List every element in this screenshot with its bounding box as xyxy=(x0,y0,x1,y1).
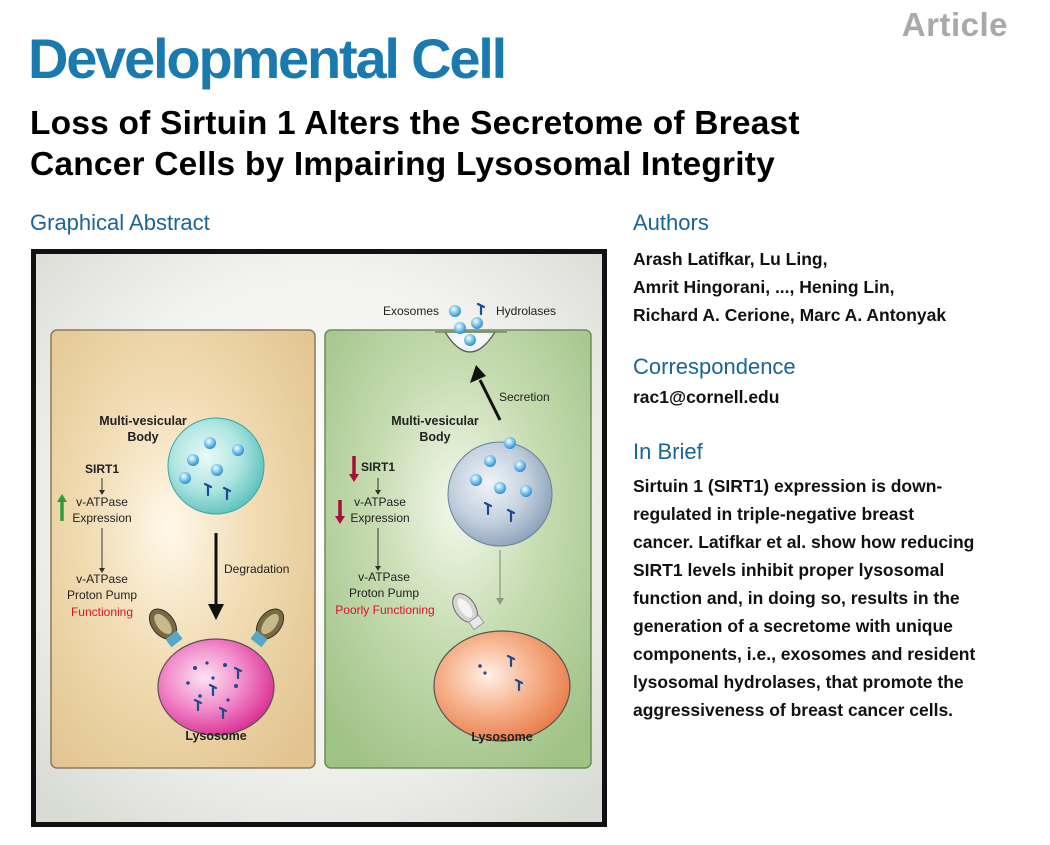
left-pump-label-2: Proton Pump xyxy=(67,588,137,602)
right-vatpase-label-1: v-ATPase xyxy=(354,495,406,509)
title-line-1: Loss of Sirtuin 1 Alters the Secretome o… xyxy=(30,105,800,142)
left-sirt1-label: SIRT1 xyxy=(85,462,119,476)
left-vatpase-label-2: Expression xyxy=(72,511,131,525)
in-brief-line: lysosomal hydrolases, that promote the xyxy=(633,672,964,692)
in-brief-heading: In Brief xyxy=(633,439,703,464)
in-brief-line: Sirtuin 1 (SIRT1) expression is down- xyxy=(633,476,943,496)
right-lysosome xyxy=(433,630,571,742)
correspondence-heading: Correspondence xyxy=(633,354,796,379)
right-mvb-hydrolase-icons xyxy=(483,501,516,523)
in-brief-line: SIRT1 levels inhibit proper lysosomal xyxy=(633,560,945,580)
authors-heading: Authors xyxy=(633,210,709,235)
right-mvb-label-2: Body xyxy=(419,430,450,444)
right-proton-pump-icon xyxy=(250,608,285,648)
left-panel: Multi-vesicular Body SIRT1 v-ATPase Expr… xyxy=(50,329,316,769)
right-mvb-vesicles xyxy=(470,437,532,497)
left-status-label: Functioning xyxy=(71,605,133,619)
authors-line-2: Amrit Hingorani, ..., Hening Lin, xyxy=(633,277,895,297)
right-pump-label-1: v-ATPase xyxy=(358,570,410,584)
right-lysosome-label: Lysosome xyxy=(471,730,532,744)
authors-line-1: Arash Latifkar, Lu Ling, xyxy=(633,249,828,269)
authors-list: Arash Latifkar, Lu Ling, Amrit Hingorani… xyxy=(633,245,1033,329)
right-vatpase-label-2: Expression xyxy=(350,511,409,525)
left-lysosome-hydrolase-icons xyxy=(193,666,243,720)
article-title: Loss of Sirtuin 1 Alters the Secretome o… xyxy=(30,103,1020,185)
right-mvb-label-1: Multi-vesicular xyxy=(391,414,479,428)
title-line-2: Cancer Cells by Impairing Lysosomal Inte… xyxy=(30,146,775,183)
right-status-label: Poorly Functioning xyxy=(335,603,434,617)
right-lysosome-fragments xyxy=(478,664,487,675)
left-mvb-label-1: Multi-vesicular xyxy=(99,414,187,428)
in-brief-line: regulated in triple-negative breast xyxy=(633,504,915,524)
in-brief-line: cancer. Latifkar et al. show how reducin… xyxy=(633,532,975,552)
hydrolases-label: Hydrolases xyxy=(496,304,556,318)
secreted-exosomes xyxy=(449,305,483,346)
left-pump-label-1: v-ATPase xyxy=(76,572,128,586)
left-mvb-hydrolase-icons xyxy=(203,482,232,501)
right-sirt1-label: SIRT1 xyxy=(361,460,395,474)
in-brief-text: Sirtuin 1 (SIRT1) expression is down- re… xyxy=(633,472,1028,724)
defective-proton-pump-icon xyxy=(452,593,485,631)
correspondence-email-link[interactable]: rac1@cornell.edu xyxy=(633,387,780,407)
left-mvb-vesicles xyxy=(179,437,244,484)
left-lysosome-label: Lysosome xyxy=(185,729,246,743)
left-proton-pump-icon xyxy=(148,608,183,648)
exosomes-label: Exosomes xyxy=(383,304,439,318)
secretion-arrow xyxy=(478,379,502,421)
authors-line-3: Richard A. Cerione, Marc A. Antonyak xyxy=(633,305,947,325)
journal-name: Developmental Cell xyxy=(28,27,507,90)
graphical-abstract-heading: Graphical Abstract xyxy=(30,210,210,235)
right-pump-label-2: Proton Pump xyxy=(349,586,419,600)
degradation-label: Degradation xyxy=(224,562,289,576)
right-lysosome-hydrolase-icons xyxy=(506,654,524,692)
in-brief-line: function and, in doing so, results in th… xyxy=(633,588,960,608)
article-type-label: Article xyxy=(901,6,1008,43)
left-mvb-label-2: Body xyxy=(127,430,158,444)
left-lysosome-fragments xyxy=(186,661,238,702)
right-panel: Exosomes Hydrolases Secretion Multi-vesi… xyxy=(324,302,592,769)
secretion-label: Secretion xyxy=(499,390,550,404)
graphical-abstract-figure: Multi-vesicular Body SIRT1 v-ATPase Expr… xyxy=(30,248,608,828)
left-vatpase-label-1: v-ATPase xyxy=(76,495,128,509)
in-brief-line: components, i.e., exosomes and resident xyxy=(633,644,976,664)
in-brief-line: generation of a secretome with unique xyxy=(633,616,953,636)
secreted-hydrolase-icons xyxy=(476,302,486,316)
in-brief-line: aggressiveness of breast cancer cells. xyxy=(633,700,954,720)
